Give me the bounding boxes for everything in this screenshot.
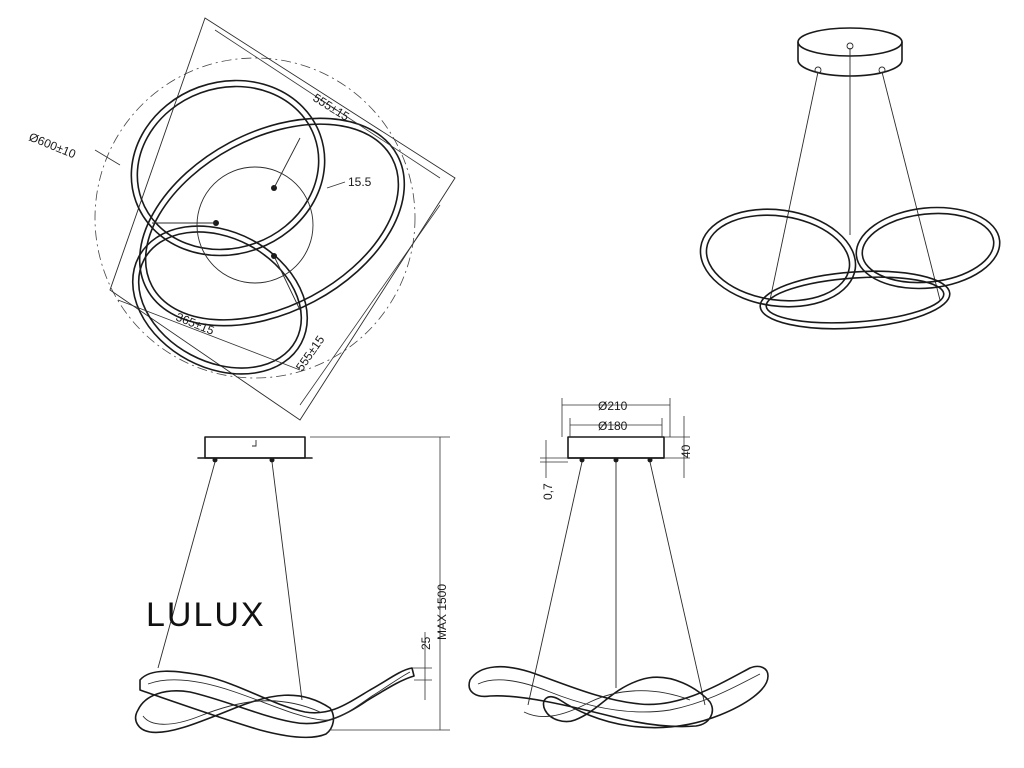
outer-diameter-circle xyxy=(94,57,416,379)
top-view: 555±15 555±15 365±15 15.5 Ø600±10 xyxy=(27,17,456,421)
front-wire-2 xyxy=(271,461,303,701)
ring-loop-3-outer xyxy=(131,225,309,375)
iso-ring-3-inner xyxy=(765,276,945,324)
dim-line-thickness xyxy=(326,181,346,189)
front-view: MAX 1500 25 LULUX xyxy=(134,436,450,739)
dim-line-diameter-leader xyxy=(94,149,121,166)
iso-ring-1-inner xyxy=(705,214,851,302)
label-canopy-inner: Ø180 xyxy=(598,419,628,433)
iso-wire-3 xyxy=(881,71,941,301)
side-anchor-2 xyxy=(613,457,619,463)
side-wire-1 xyxy=(527,461,583,706)
side-canopy xyxy=(567,436,665,459)
iso-wire-1 xyxy=(769,71,819,301)
dim-line-inner-width xyxy=(117,299,301,371)
front-ring-outer xyxy=(134,667,415,739)
ring-loop-1-inner xyxy=(136,85,320,251)
label-ring-height: 25 xyxy=(419,636,433,650)
ring-loop-2-inner xyxy=(144,123,400,321)
label-canopy-gap: 0,7 xyxy=(541,483,555,500)
ring-loop-3-inner xyxy=(137,231,303,369)
side-ring-outer xyxy=(468,665,769,729)
wire-plan-3 xyxy=(273,255,301,311)
brand-logo: LULUX xyxy=(146,596,266,634)
iso-ring-3-outer xyxy=(759,270,951,330)
side-anchor-1 xyxy=(579,457,585,463)
label-canopy-outer: Ø210 xyxy=(598,399,628,413)
label-outer-diameter: Ø600±10 xyxy=(27,130,78,162)
front-canopy-hook xyxy=(252,440,257,447)
side-ring-inner xyxy=(477,673,761,713)
wire-plan-1 xyxy=(273,137,301,189)
iso-ring-1-outer xyxy=(699,208,857,308)
ring-loop-2-outer xyxy=(138,117,406,327)
top-view-square-frame xyxy=(109,17,456,421)
isometric-view xyxy=(699,27,1001,330)
front-ring-inner xyxy=(147,671,411,721)
front-anchor-2 xyxy=(269,457,275,463)
dim-line-ring-width-top xyxy=(214,29,441,179)
label-canopy-height: 40 xyxy=(679,444,693,458)
front-canopy xyxy=(204,436,306,459)
canopy-circle xyxy=(196,166,314,284)
iso-ring-2-inner xyxy=(861,212,995,284)
iso-ring-2-outer xyxy=(855,206,1001,290)
front-ring-lower xyxy=(142,700,321,725)
side-view: Ø210 Ø180 40 0,7 xyxy=(468,398,769,729)
front-wire-1 xyxy=(157,461,216,669)
dim-line-ring-width-bottom xyxy=(299,204,441,406)
label-profile-thickness: 15.5 xyxy=(348,175,372,189)
side-anchor-3 xyxy=(647,457,653,463)
side-wire-3 xyxy=(649,461,706,706)
label-ring-width-bottom: 555±15 xyxy=(293,333,328,374)
label-inner-width: 365±15 xyxy=(174,310,217,338)
front-anchor-1 xyxy=(212,457,218,463)
ring-loop-1-outer xyxy=(130,79,326,257)
label-max-height: MAX 1500 xyxy=(435,584,449,640)
side-ring-lower xyxy=(523,690,691,717)
